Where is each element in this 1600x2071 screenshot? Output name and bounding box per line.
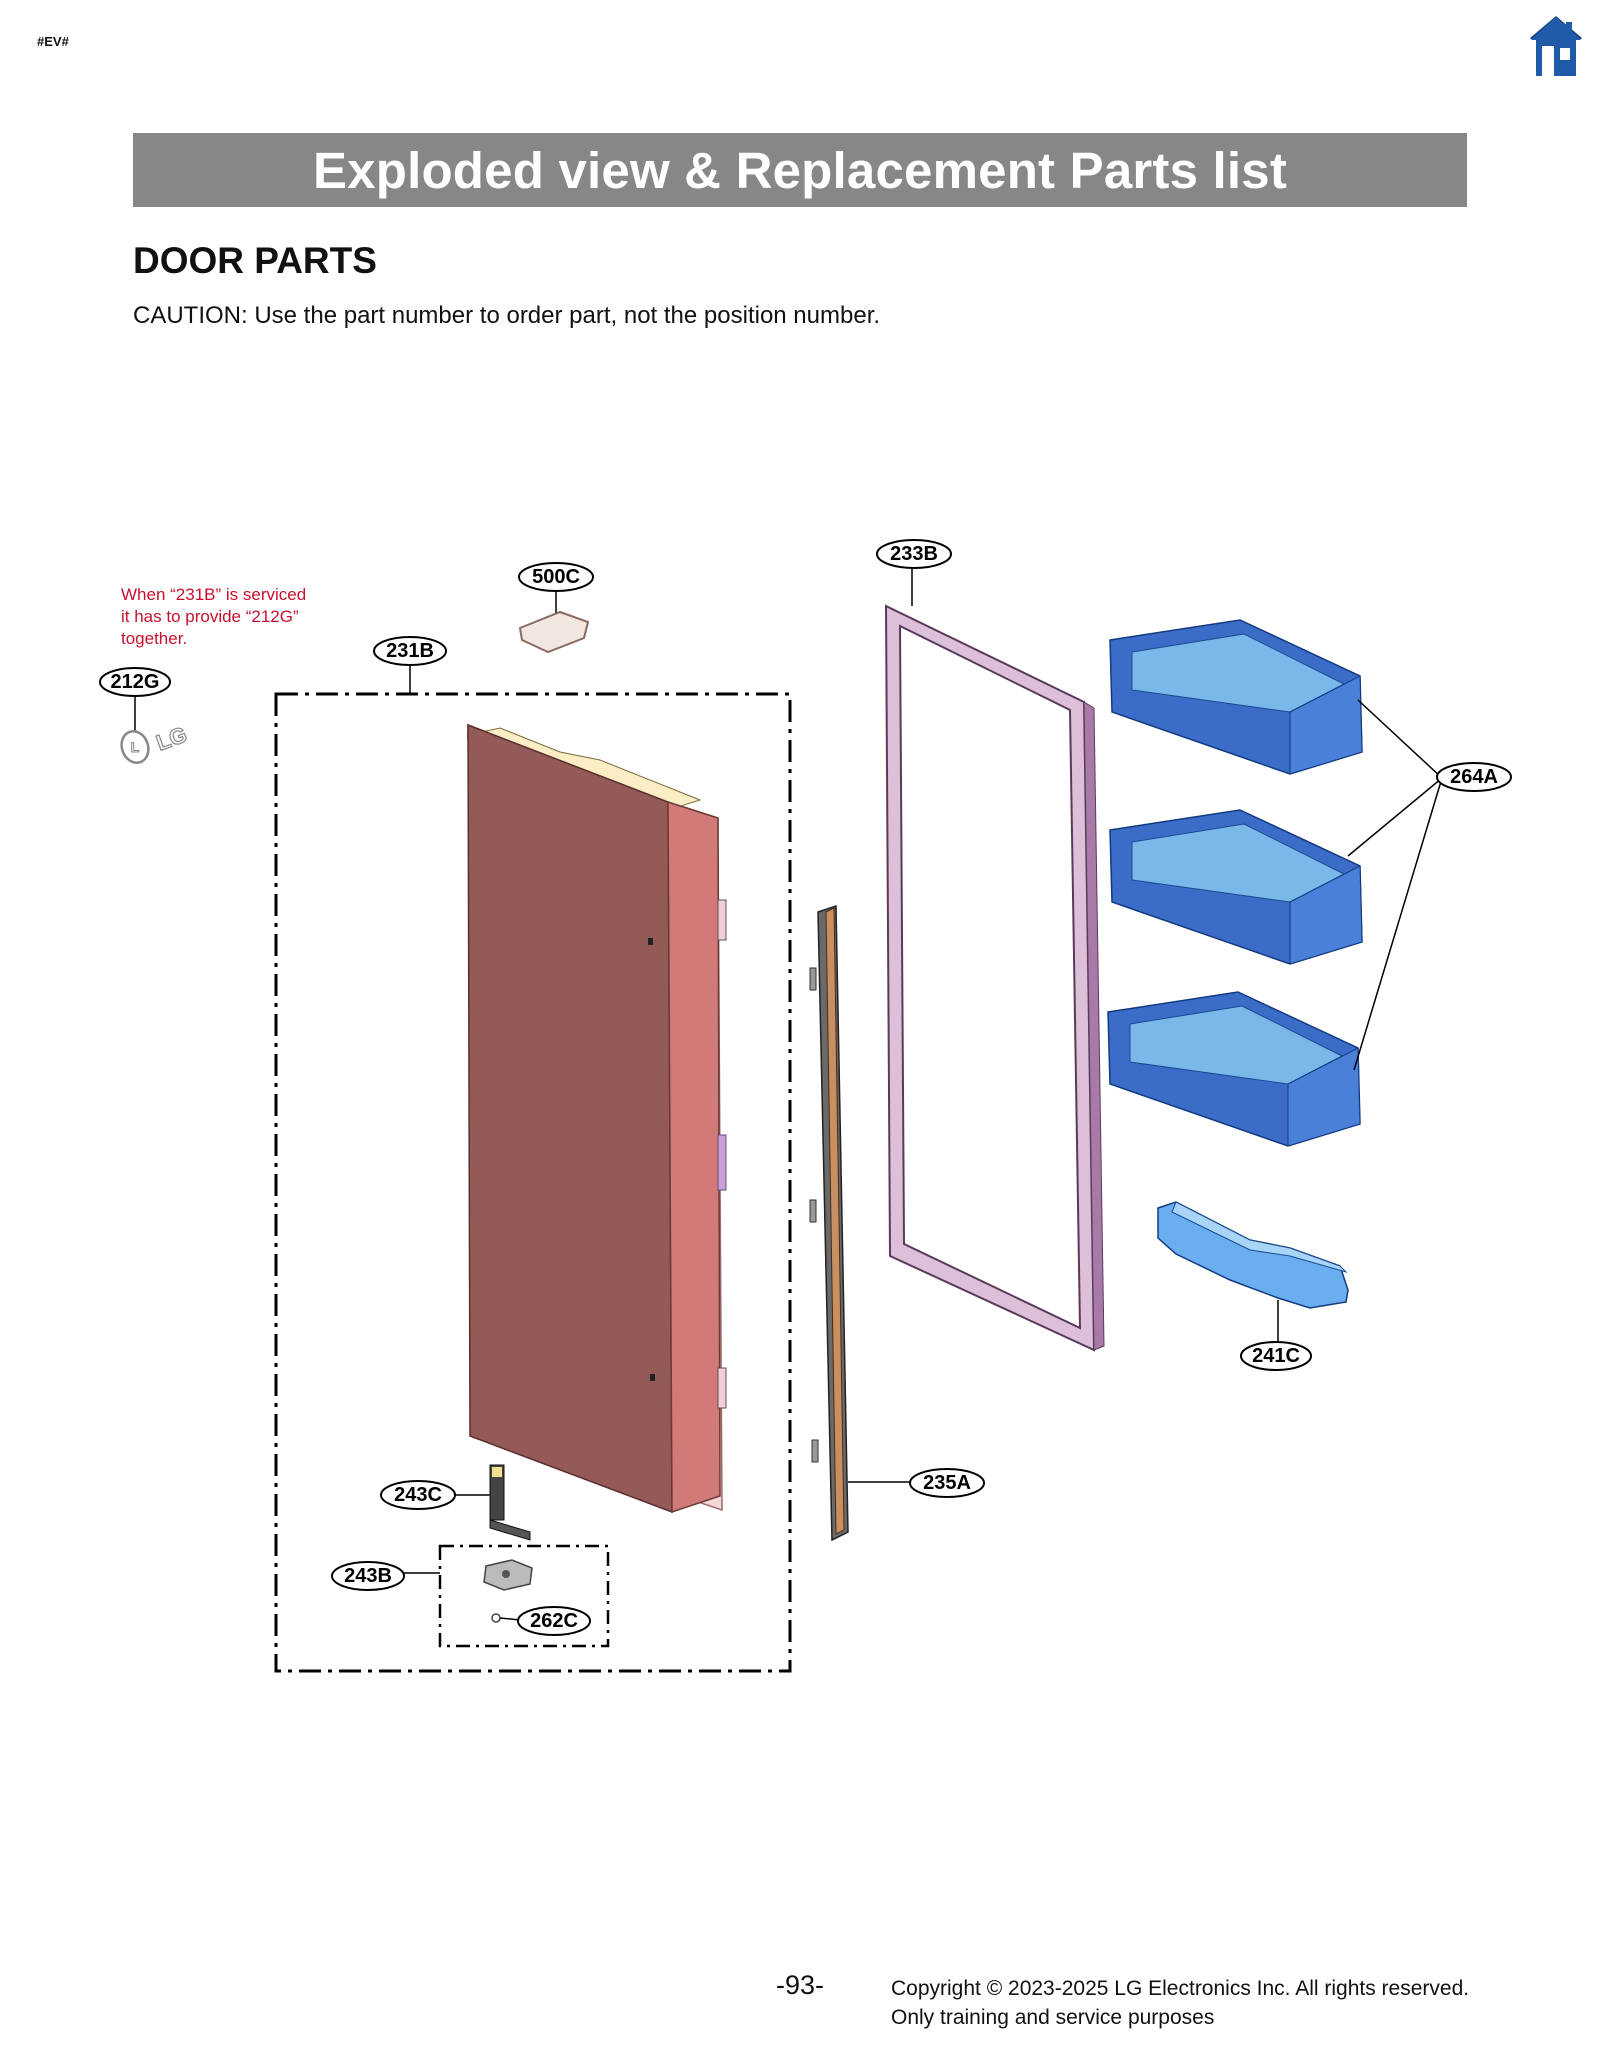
callout-262c: 262C [517,1606,591,1636]
part-241c-shelf [1157,1201,1349,1342]
home-icon[interactable] [1530,16,1582,80]
svg-text:264A: 264A [1450,766,1498,788]
page-title: Exploded view & Replacement Parts list [312,141,1288,199]
callout-235a: 235A [909,1468,985,1498]
svg-text:243B: 243B [344,1565,392,1587]
page-number: -93- [776,1970,825,2000]
callout-241c: 241C [1240,1341,1312,1371]
part-243b-hinge-plate [483,1559,533,1591]
callout-264a: 264A [1436,762,1512,792]
part-262c-pin [491,1613,521,1623]
part-264a-bin-2 [1109,809,1363,965]
svg-text:235A: 235A [923,1472,971,1494]
caution-text: CAUTION: Use the part number to order pa… [133,302,881,329]
svg-text:L: L [131,739,140,755]
callout-243b: 243B [331,1561,405,1591]
svg-text:212G: 212G [111,671,160,693]
title-banner: Exploded view & Replacement Parts list [133,133,1467,207]
lg-logo-part: L LG [120,694,191,764]
usage-line: Only training and service purposes [891,2006,1215,2029]
part-264a-bin-1 [1109,619,1363,775]
callout-212g: 212G [99,667,171,697]
part-231b-door [466,723,727,1514]
svg-text:233B: 233B [890,543,938,565]
svg-text:231B: 231B [386,640,434,662]
assembly-boundary [274,692,792,1673]
callout-231b: 231B [373,636,447,666]
document-tag: #EV# [37,34,69,49]
callout-243c: 243C [380,1480,456,1510]
callout-500c: 500C [518,562,594,592]
callout-233b: 233B [876,539,952,569]
svg-text:243C: 243C [394,1484,442,1506]
svg-text:LG: LG [153,722,190,756]
svg-text:500C: 500C [532,566,580,588]
hinge-parts-boundary [438,1544,610,1648]
part-233b-gasket-frame [884,567,1105,1352]
section-title: DOOR PARTS [133,240,377,281]
svg-text:241C: 241C [1252,1345,1300,1367]
copyright-notice: Copyright © 2023-2025 LG Electronics Inc… [891,1974,1469,2032]
part-235a-strip [809,904,910,1542]
part-243c-hinge [450,1464,531,1541]
svg-text:262C: 262C [530,1610,578,1632]
service-note: When “231B” is serviced it has to provid… [121,585,311,648]
copyright-line: Copyright © 2023-2025 LG Electronics Inc… [891,1977,1470,2000]
part-500c-bracket [518,590,590,654]
part-264a-bin-3 [1107,991,1361,1147]
